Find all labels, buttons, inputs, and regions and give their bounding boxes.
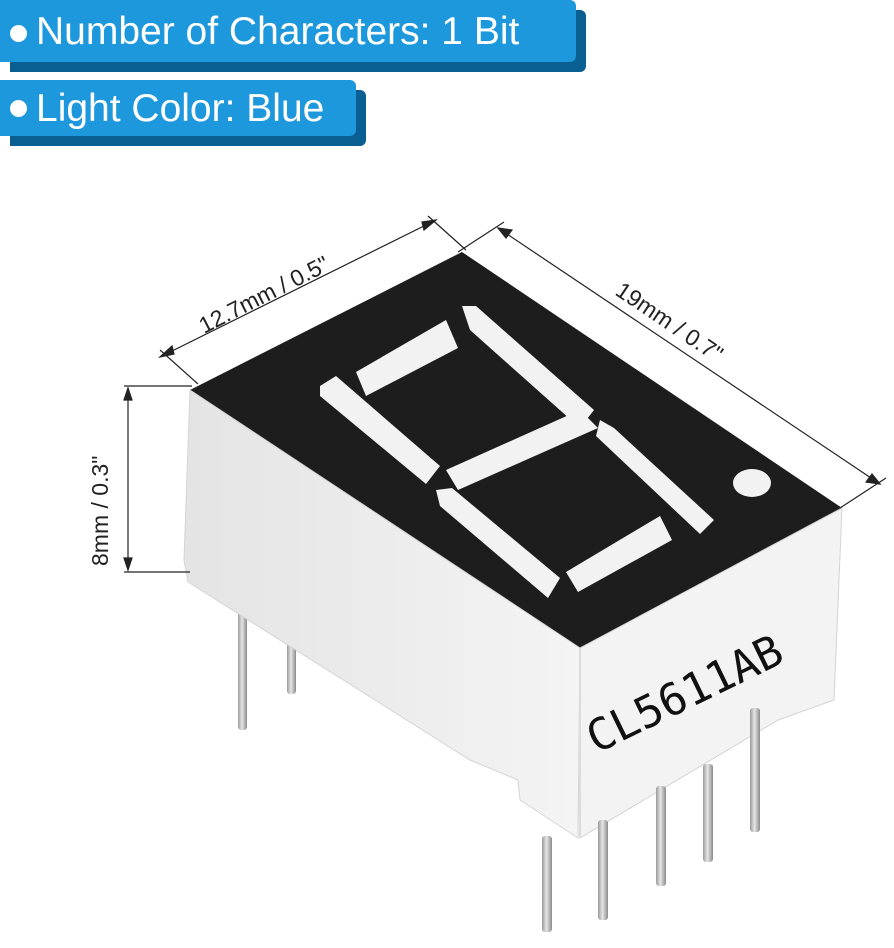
pin bbox=[238, 590, 247, 730]
segment-g bbox=[446, 410, 598, 490]
pin bbox=[542, 836, 552, 932]
bullet-dot-icon bbox=[10, 24, 27, 42]
spec-banner-color: Light Color: Blue bbox=[0, 80, 356, 136]
spec-color-text: Light Color: Blue bbox=[36, 86, 325, 130]
spec-banner-characters: Number of Characters: 1 Bit bbox=[0, 0, 576, 62]
segment-b bbox=[462, 306, 594, 428]
height-dimension-label: 8mm / 0.3" bbox=[87, 456, 113, 566]
front-pins bbox=[542, 708, 760, 932]
segment-f bbox=[320, 376, 440, 484]
dimension-length bbox=[457, 221, 887, 509]
segment-c bbox=[596, 420, 714, 534]
pin bbox=[656, 786, 666, 886]
dimension-height bbox=[123, 385, 192, 573]
decimal-point bbox=[733, 469, 771, 497]
seven-segment-digit bbox=[320, 306, 771, 598]
dimension-width bbox=[157, 215, 467, 385]
pin bbox=[750, 708, 760, 832]
pin bbox=[598, 820, 608, 920]
segment-d bbox=[566, 516, 672, 592]
spec-characters-text: Number of Characters: 1 Bit bbox=[36, 9, 520, 53]
length-dimension-label: 19mm / 0.7" bbox=[611, 277, 728, 367]
width-dimension-label: 12.7mm / 0.5" bbox=[194, 251, 333, 339]
pin bbox=[703, 764, 713, 862]
segment-a bbox=[356, 320, 458, 396]
bullet-dot-icon bbox=[10, 99, 27, 117]
segment-e bbox=[436, 488, 560, 598]
